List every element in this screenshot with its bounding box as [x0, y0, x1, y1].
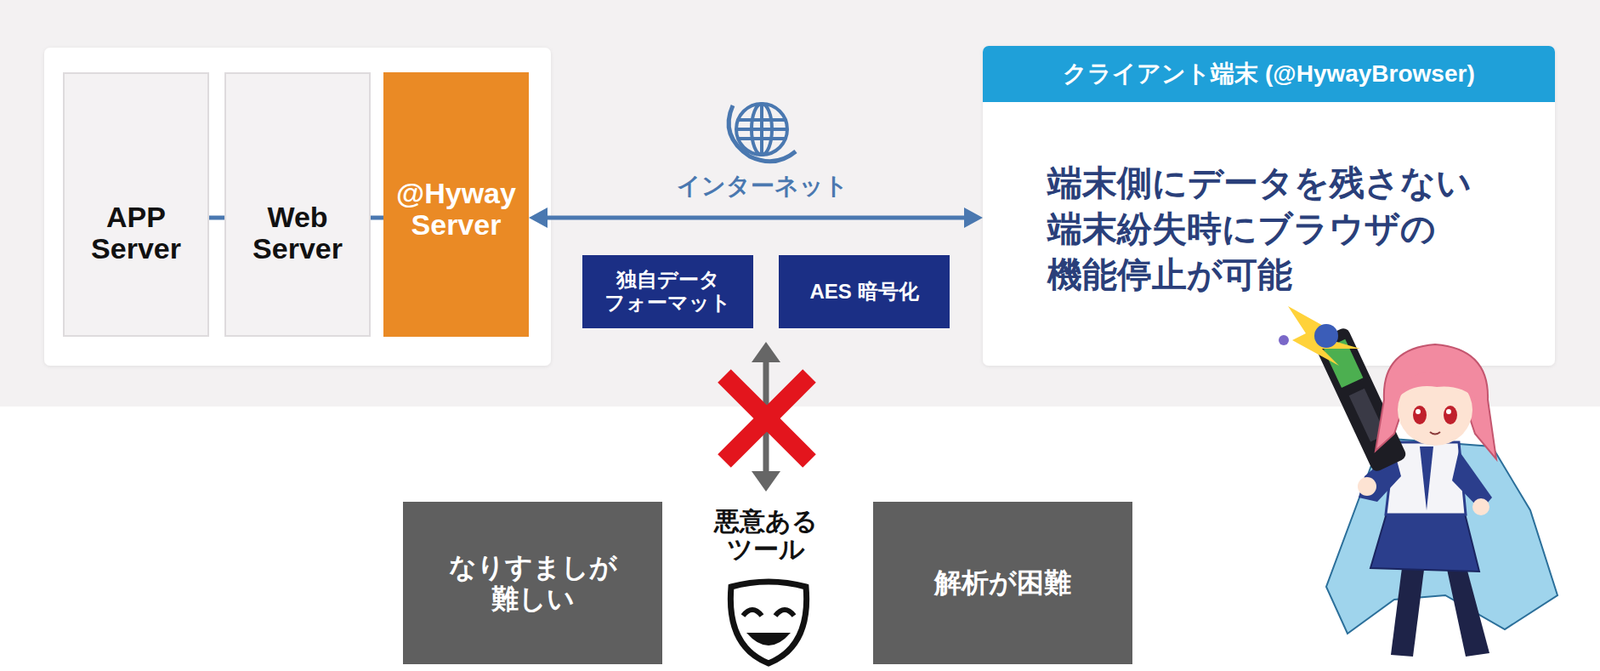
blocked-arrow: [724, 375, 810, 461]
mascot-illustration: [1287, 306, 1361, 366]
format-tag: 独自データ フォーマット: [582, 255, 754, 329]
mascot-illustration: [1390, 561, 1425, 657]
blocked-arrow: [724, 375, 810, 461]
mascot-illustration: [1472, 498, 1490, 516]
node-text: 端末側にデータを残さない 端末紛失時にブラウザの 機能停止が可能: [1047, 159, 1472, 298]
mascot-illustration: [1278, 306, 1558, 657]
hyway-server-box: @Hyway Server: [383, 72, 529, 337]
mascot-illustration: [1375, 344, 1497, 460]
mascot-illustration: [1412, 405, 1427, 425]
internet-globe-icon: [728, 105, 796, 162]
internet-globe-icon: [736, 127, 788, 131]
client-panel-ground: [982, 45, 1555, 366]
mask-icon: [730, 581, 806, 664]
mask-icon: [743, 609, 762, 616]
internet-globe-icon: [736, 103, 788, 155]
mascot-illustration: [1419, 446, 1434, 511]
node-text: Web Server: [252, 201, 343, 266]
mascot-illustration: [1445, 557, 1490, 657]
encryption-tag: AES 暗号化: [778, 255, 950, 329]
benefit-box: 解析が困難: [873, 501, 1133, 664]
node-text: APP Server: [90, 201, 182, 266]
internet-globe-icon: [738, 136, 785, 141]
internet-globe-icon: [728, 103, 796, 162]
node-text: 解析が困難: [934, 564, 1072, 602]
mascot-illustration: [1326, 437, 1558, 634]
client-terminal-panel: クライアント端末 (@HywayBrowser) 端末側にデータを残さない 端末紛…: [982, 45, 1555, 366]
connector: [370, 215, 384, 221]
mascot-illustration: [1446, 408, 1452, 415]
mascot-illustration: [1357, 476, 1377, 496]
blocked-arrow: [751, 470, 781, 492]
mascot-illustration: [1314, 323, 1339, 348]
mask-icon: [730, 581, 806, 664]
blocked-arrow: [751, 341, 781, 363]
connector: [547, 215, 965, 221]
mascot-illustration: [1395, 371, 1476, 400]
connector: [209, 215, 225, 221]
mascot-illustration: [1370, 510, 1480, 572]
mascot-illustration: [1429, 431, 1441, 435]
node-text: 独自データ フォーマット: [604, 268, 732, 315]
node-text: @Hyway Server: [396, 177, 517, 242]
web-server-box: Web Server: [224, 72, 371, 337]
top-band: [0, 0, 1600, 407]
node-text: AES 暗号化: [809, 278, 919, 306]
node-text: なりすましが 難しい: [448, 551, 618, 615]
blocked-arrow: [724, 341, 810, 492]
edge-label: インターネット: [676, 170, 849, 203]
mascot-illustration: [1443, 405, 1458, 425]
mask-icon: [775, 609, 795, 616]
tool-label: 悪意ある ツール: [714, 506, 818, 563]
mascot-illustration: [1278, 334, 1289, 346]
internet-globe-icon: [738, 118, 785, 122]
mascot-illustration: [1415, 408, 1421, 415]
benefit-box: なりすましが 難しい: [402, 501, 663, 664]
server-panel: [44, 47, 551, 366]
panel-heading: クライアント端末 (@HywayBrowser): [982, 45, 1555, 103]
mask-icon: [746, 632, 791, 646]
app-server-box: APP Server: [62, 72, 210, 337]
